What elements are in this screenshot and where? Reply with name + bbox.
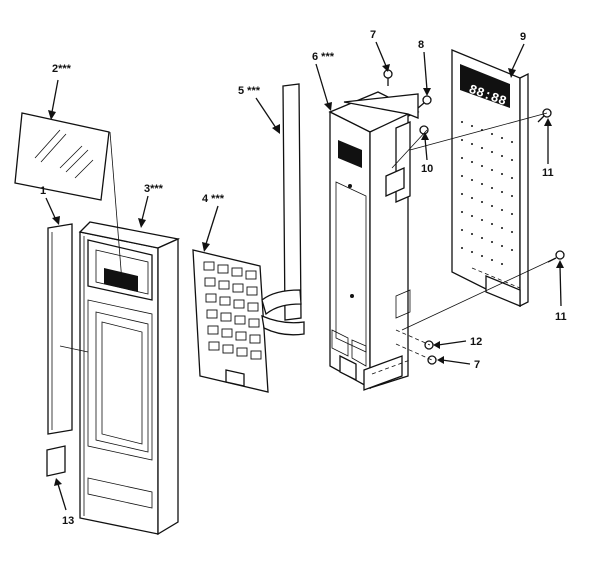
callout-13: 13	[62, 515, 74, 527]
alignment-lines	[391, 112, 557, 361]
callout-11-bottom: 11	[555, 311, 567, 323]
callout-7-bottom: 7	[474, 359, 480, 371]
callout-11-top: 11	[542, 167, 554, 179]
screw-12	[424, 340, 434, 350]
part-9-circuit-board: 88:88	[451, 49, 529, 308]
callout-5: 5 ***	[238, 85, 261, 97]
callout-4: 4 ***	[202, 193, 225, 205]
callout-labels: 2*** 1 3*** 4 *** 5 *** 6 *** 7 8 9 10 1…	[40, 29, 567, 527]
callout-10: 10	[421, 163, 433, 175]
callout-arrows	[45, 41, 564, 511]
screw-7-top	[383, 69, 393, 86]
part-2-window-glass	[14, 112, 110, 201]
screw-8	[417, 95, 432, 109]
part-4-keypad	[192, 249, 269, 393]
screw-7-bottom	[427, 355, 437, 365]
callout-12: 12	[470, 336, 482, 348]
part-1-door-strip	[47, 223, 73, 435]
assembly-leader	[109, 131, 123, 283]
callout-6: 6 ***	[312, 51, 335, 63]
callout-8: 8	[418, 39, 424, 51]
callout-3: 3***	[144, 183, 164, 195]
callout-2: 2***	[52, 63, 72, 75]
assembly-leader	[59, 345, 89, 353]
part-5-ribbon-cable	[261, 83, 305, 336]
keypad-buttons	[203, 261, 262, 360]
callout-7-top: 7	[370, 29, 376, 41]
part-3-door-panel	[78, 221, 181, 536]
part-6-control-bracket	[328, 91, 420, 391]
screw-11-top	[537, 108, 552, 123]
board-components	[461, 121, 513, 265]
callout-1: 1	[40, 185, 46, 197]
callout-9: 9	[520, 31, 526, 43]
part-13-label	[46, 445, 66, 477]
